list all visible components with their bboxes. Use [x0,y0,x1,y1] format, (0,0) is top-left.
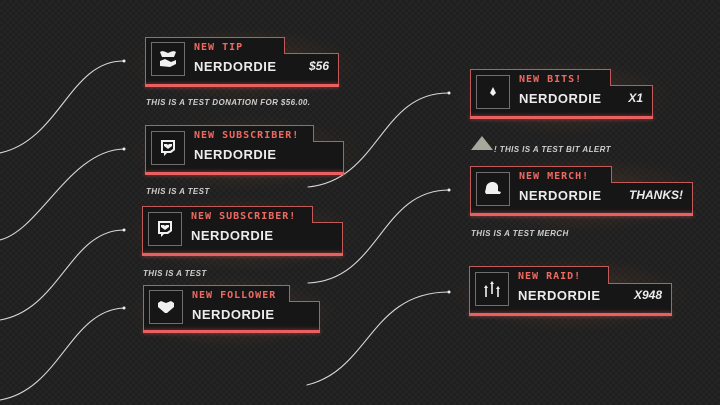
card-seam [471,181,611,185]
hand-heart-icon [160,51,176,67]
bits-triangle-icon [471,136,493,150]
icon-frame [475,272,509,306]
accent-bar [145,172,344,175]
alert-username: NERDORDIE [194,59,277,74]
alert-username: NERDORDIE [519,188,602,203]
alert-username: NERDORDIE [518,288,601,303]
icon-frame [151,42,185,76]
alert-label: NEW SUBSCRIBER! [194,130,300,141]
card-tab [469,266,609,284]
alert-label: NEW TIP [194,42,244,53]
card-tab [142,206,313,224]
alert-caption-merch: THIS IS A TEST MERCH [471,229,569,238]
alert-caption-bits: ! THIS IS A TEST BIT ALERT [494,145,611,154]
icon-frame [151,131,185,165]
card-tab [145,125,314,143]
alert-username: NERDORDIE [194,147,277,162]
card-tab [470,166,612,184]
alert-raid: NEW RAID! NERDORDIE X948 [449,256,692,333]
alert-amount: THANKS! [629,188,683,202]
accent-bar [143,330,320,333]
alert-amount: X1 [628,91,643,105]
card-tab [470,69,611,87]
alert-label: NEW RAID! [518,271,582,282]
alert-subscriber: NEW SUBSCRIBER! NERDORDIE [122,196,363,273]
accent-bar [469,313,672,316]
alert-follower: NEW FOLLOWER NERDORDIE [123,275,340,350]
card-body [470,85,653,116]
accent-bar [145,84,339,87]
alert-amount: X948 [633,288,662,302]
icon-frame [476,172,510,206]
card-tab [145,37,285,55]
icon-frame [476,75,510,109]
alert-tip: NEW TIP NERDORDIE $56 [125,27,359,104]
card-seam [144,300,289,304]
card-seam [146,140,313,144]
card-body [145,53,339,84]
accent-bar [142,253,343,256]
alert-subscriber: NEW SUBSCRIBER! NERDORDIE [125,115,364,192]
alert-bits: NEW BITS! NERDORDIE X1 [450,59,673,136]
alert-caption-subscriber: THIS IS A TEST [146,187,210,196]
alert-amount: $56 [308,59,329,73]
accent-bar [470,213,693,216]
alert-caption-subscriber: THIS IS A TEST [143,269,207,278]
alert-label: NEW MERCH! [519,171,590,182]
cap-icon [485,182,501,194]
alert-merch: NEW MERCH! NERDORDIE THANKS! [450,156,713,233]
icon-frame [149,290,183,324]
card-body [145,141,344,172]
twitch-chat-heart-icon [158,221,172,237]
icon-frame [148,212,182,246]
alert-label: NEW BITS! [519,74,583,85]
alert-caption-tip: THIS IS A TEST DONATION FOR $56.00. [146,98,311,107]
alert-username: NERDORDIE [519,91,602,106]
bits-gem-icon [490,87,496,96]
heart-icon [158,301,174,313]
card-seam [470,281,608,285]
card-seam [146,52,284,56]
card-body [470,182,693,213]
card-seam [471,84,610,88]
alert-username: NERDORDIE [192,307,275,322]
alert-label: NEW FOLLOWER [192,290,277,301]
alert-username: NERDORDIE [191,228,274,243]
raid-arrows-icon [484,281,500,297]
accent-bar [470,116,653,119]
card-seam [143,221,312,225]
twitch-chat-heart-icon [161,140,175,156]
alert-label: NEW SUBSCRIBER! [191,211,297,222]
card-tab [143,285,290,303]
